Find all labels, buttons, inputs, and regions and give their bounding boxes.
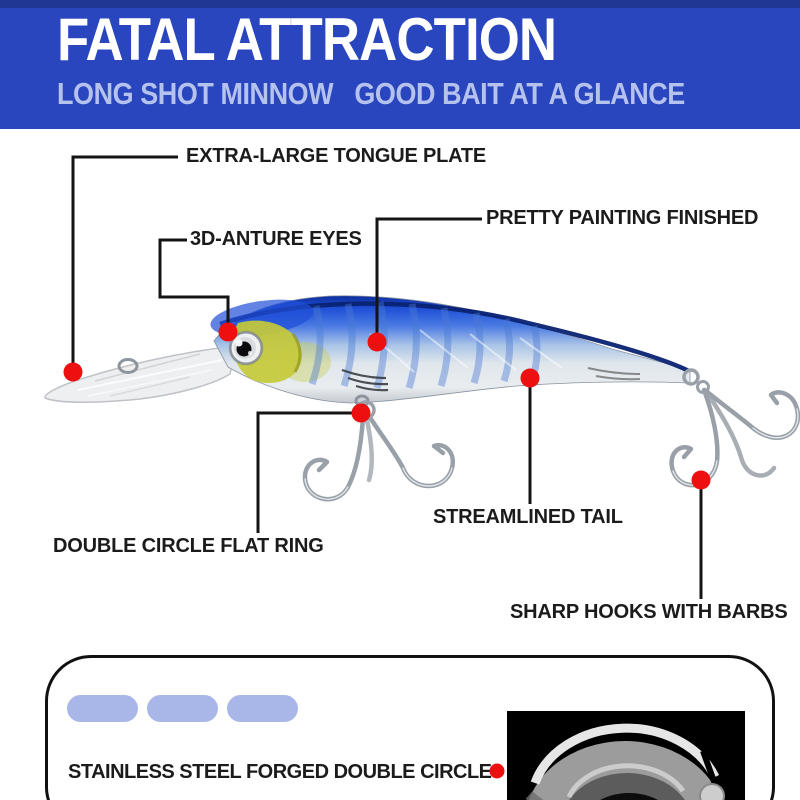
belly-hanger-eye <box>354 394 370 408</box>
line-tie-loop <box>117 358 139 374</box>
ring-top-glare <box>530 723 720 785</box>
tail-striations <box>587 367 641 381</box>
head-yellow-patch <box>232 320 303 384</box>
banner-top-edge <box>0 0 800 8</box>
marker-dot-tongue-plate <box>63 362 83 382</box>
belly-split-ring <box>356 400 376 420</box>
marker-dot-flat-ring <box>351 403 371 423</box>
feature-box-label: STAINLESS STEEL FORGED DOUBLE CIRCLE <box>68 761 492 783</box>
callout-label-flat-ring: DOUBLE CIRCLE FLAT RING <box>53 535 324 557</box>
iridescent-bars <box>308 301 541 390</box>
lure-eye <box>228 330 264 366</box>
marker-dot-painting <box>367 332 387 352</box>
ring-hole <box>600 793 658 800</box>
tail-treble-hook <box>669 368 800 488</box>
split-ring-photo <box>507 711 745 800</box>
back-spine <box>219 301 690 374</box>
callout-line-painting <box>375 217 482 342</box>
shimmer-lines <box>369 329 563 373</box>
callout-line-flat-ring <box>256 411 361 533</box>
lure-body <box>210 295 691 408</box>
callout-label-tail: STREAMLINED TAIL <box>433 506 623 528</box>
marker-dot-tail <box>520 368 540 388</box>
callout-label-eyes: 3D-ANTURE EYES <box>190 228 362 250</box>
callout-line-tongue-plate <box>71 155 178 372</box>
ring-split-end <box>699 783 725 800</box>
marker-dot-eyes <box>218 322 238 342</box>
callout-label-painting: PRETTY PAINTING FINISHED <box>486 207 759 229</box>
callout-label-hooks: SHARP HOOKS WITH BARBS <box>510 601 788 623</box>
gill-marks <box>341 368 389 392</box>
split-ring-photo-art <box>507 711 745 800</box>
pill-decoration <box>67 695 138 722</box>
pill-decoration <box>227 695 298 722</box>
page-subtitle: LONG SHOT MINNOW GOOD BAIT AT A GLANCE <box>57 76 685 111</box>
belly-treble-hook <box>302 400 456 502</box>
marker-dot-hooks <box>691 470 711 490</box>
callout-label-tongue-plate: EXTRA-LARGE TONGUE PLATE <box>186 145 487 167</box>
pill-decoration <box>147 695 218 722</box>
tongue-plate <box>44 345 237 403</box>
ring-inner-step <box>569 773 685 800</box>
header-banner: FATAL ATTRACTION LONG SHOT MINNOW GOOD B… <box>0 0 800 129</box>
callout-line-eyes <box>158 238 230 332</box>
tail-split-ring <box>682 368 700 386</box>
feature-box: STAINLESS STEEL FORGED DOUBLE CIRCLE <box>45 655 775 800</box>
page-title: FATAL ATTRACTION <box>57 6 557 73</box>
